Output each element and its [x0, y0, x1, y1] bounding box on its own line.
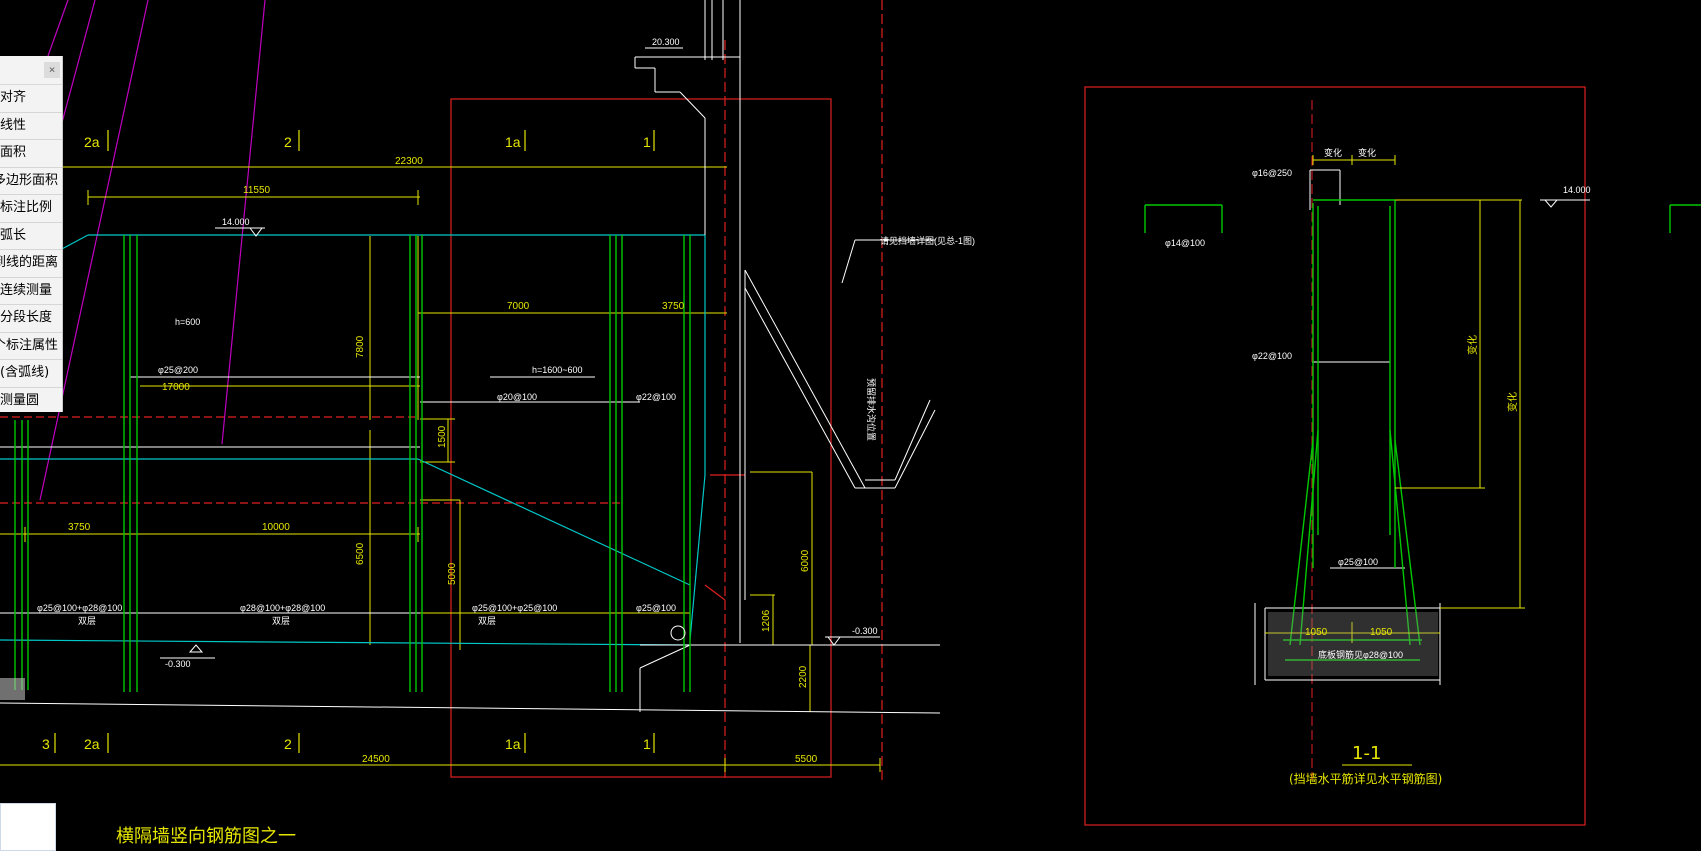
menu-item-label: 分段长度	[0, 310, 53, 325]
dim-5500: 5500	[795, 754, 818, 765]
ground-hatch	[0, 678, 25, 700]
label-r22-100: φ22@100	[636, 392, 676, 402]
axis-top-1a: 1a	[505, 134, 521, 150]
menu-item-label: 面积	[0, 145, 27, 160]
menu-item-label: 多边形面积	[0, 172, 58, 188]
label-combo-3: φ25@100+φ25@100	[472, 603, 557, 613]
label-layer-c: 双层	[478, 616, 496, 626]
label-h1600: h=1600~600	[532, 365, 583, 375]
section-r25-100: φ25@100	[1338, 557, 1378, 567]
section-subtitle: (挡墙水平筋详见水平钢筋图)	[1289, 771, 1442, 786]
axis-top-2: 2	[284, 134, 292, 150]
axis-ticks	[54, 130, 655, 753]
dim-5000: 5000	[447, 562, 458, 585]
menu-item-polygon-area[interactable]: 多边形面积	[0, 168, 62, 195]
yellow-dimension-lines	[0, 166, 881, 772]
section-top-dim-b: 变化	[1358, 147, 1376, 158]
label-layer-b: 双层	[272, 616, 290, 626]
label-h600: h=600	[175, 317, 200, 327]
dim-1500: 1500	[437, 425, 448, 448]
menu-item-arc-length[interactable]: 弧长	[0, 223, 62, 250]
dim-6000: 6000	[800, 549, 811, 572]
menu-item-label: 连续测量	[0, 282, 53, 298]
menu-item-label: 线性	[0, 117, 27, 133]
section-base-note: 底板钢筋见φ28@100	[1318, 649, 1403, 660]
callout-side-note: 请见挡墙详图(见总-1图)	[880, 235, 975, 246]
label-r20-100: φ20@100	[497, 392, 537, 402]
elevation-ground-right: -0.300	[852, 626, 878, 636]
menu-item-point-line-distance[interactable]: 点到线的距离	[0, 250, 62, 278]
label-layer-a: 双层	[78, 616, 96, 626]
section-1-1-drawing	[1144, 100, 1701, 780]
dim-7800: 7800	[355, 335, 366, 358]
section-r22-100: φ22@100	[1252, 351, 1292, 361]
measure-context-menu: × 对齐 线性 面积 多边形面积 标注比例 弧长 点到线的距离 连续测量 分段长…	[0, 56, 63, 412]
axis-bottom-3: 3	[42, 736, 50, 752]
elevation-section-top: 14.000	[1563, 185, 1591, 195]
section-vert-a: 变化	[1466, 335, 1479, 355]
menu-item-with-arc[interactable]: (含弧线)	[0, 360, 62, 388]
section-vert-b: 变化	[1506, 392, 1519, 412]
section-title: 1-1	[1352, 743, 1381, 764]
dim-3750-top: 3750	[662, 301, 685, 312]
axis-top-2a: 2a	[84, 134, 100, 150]
axis-bottom-1a: 1a	[505, 736, 521, 752]
section-top-dim-a: 变化	[1324, 147, 1342, 158]
dim-6500: 6500	[355, 542, 366, 565]
dim-17000: 17000	[162, 382, 190, 393]
dim-1206: 1206	[761, 609, 772, 632]
menu-item-dim-scale[interactable]: 标注比例	[0, 195, 62, 223]
menu-item-measure-circle[interactable]: 测量圆	[0, 388, 62, 413]
section-r14-100: φ14@100	[1165, 238, 1205, 248]
menu-item-label: 点到线的距离	[0, 255, 58, 270]
label-combo-1: φ25@100+φ28@100	[37, 603, 122, 613]
elevation-markers	[160, 47, 1590, 659]
menu-item-label: 标注比例	[0, 200, 53, 215]
cyan-lines	[0, 234, 706, 646]
menu-item-continuous-measure[interactable]: 连续测量	[0, 278, 62, 305]
menu-item-single-dim-property[interactable]: 单个标注属性	[0, 333, 62, 360]
green-rebars	[14, 235, 691, 692]
menu-item-linear[interactable]: 线性	[0, 113, 62, 140]
menu-item-segment-length[interactable]: 分段长度	[0, 305, 62, 333]
dim-11550: 11550	[243, 185, 271, 196]
red-frames	[0, 0, 1586, 826]
axis-bottom-2: 2	[284, 736, 292, 752]
menu-item-align[interactable]: 对齐	[0, 85, 62, 113]
elevation-top: 20.300	[652, 37, 680, 47]
menu-item-label: 对齐	[0, 90, 27, 105]
axis-top-1: 1	[643, 134, 651, 150]
drawing-main-title: 横隔墙竖向钢筋图之一	[116, 826, 296, 847]
menu-header: ×	[0, 56, 62, 85]
menu-item-label: 测量圆	[0, 392, 40, 408]
axis-bottom-2a: 2a	[84, 736, 100, 752]
callout-vertical-note: 预留排水沟位置	[866, 378, 877, 441]
section-base-b: 1050	[1370, 627, 1393, 638]
label-r25-100-bottom: φ25@100	[636, 603, 676, 613]
elevation-ground-left: -0.300	[165, 659, 191, 669]
dim-3750-bottom: 3750	[68, 522, 91, 533]
section-r16-250: φ16@250	[1252, 168, 1292, 178]
dim-2200: 2200	[798, 665, 809, 688]
close-icon[interactable]: ×	[44, 62, 60, 78]
dim-7000: 7000	[507, 301, 530, 312]
label-combo-2: φ28@100+φ28@100	[240, 603, 325, 613]
menu-item-area[interactable]: 面积	[0, 140, 62, 168]
white-structure-lines	[0, 0, 941, 714]
section-base-a: 1050	[1305, 627, 1328, 638]
axis-bottom-1: 1	[643, 736, 651, 752]
drain-symbol	[670, 625, 686, 641]
menu-item-label: (含弧线)	[0, 365, 50, 380]
dim-24500: 24500	[362, 754, 390, 765]
dim-22300: 22300	[395, 156, 423, 167]
elevation-wall-top: 14.000	[222, 217, 250, 227]
label-r25-200: φ25@200	[158, 365, 198, 375]
menu-item-label: 单个标注属性	[0, 337, 58, 353]
menu-item-label: 弧长	[0, 227, 27, 243]
dim-10000: 10000	[262, 522, 290, 533]
command-input-box[interactable]	[0, 803, 56, 851]
